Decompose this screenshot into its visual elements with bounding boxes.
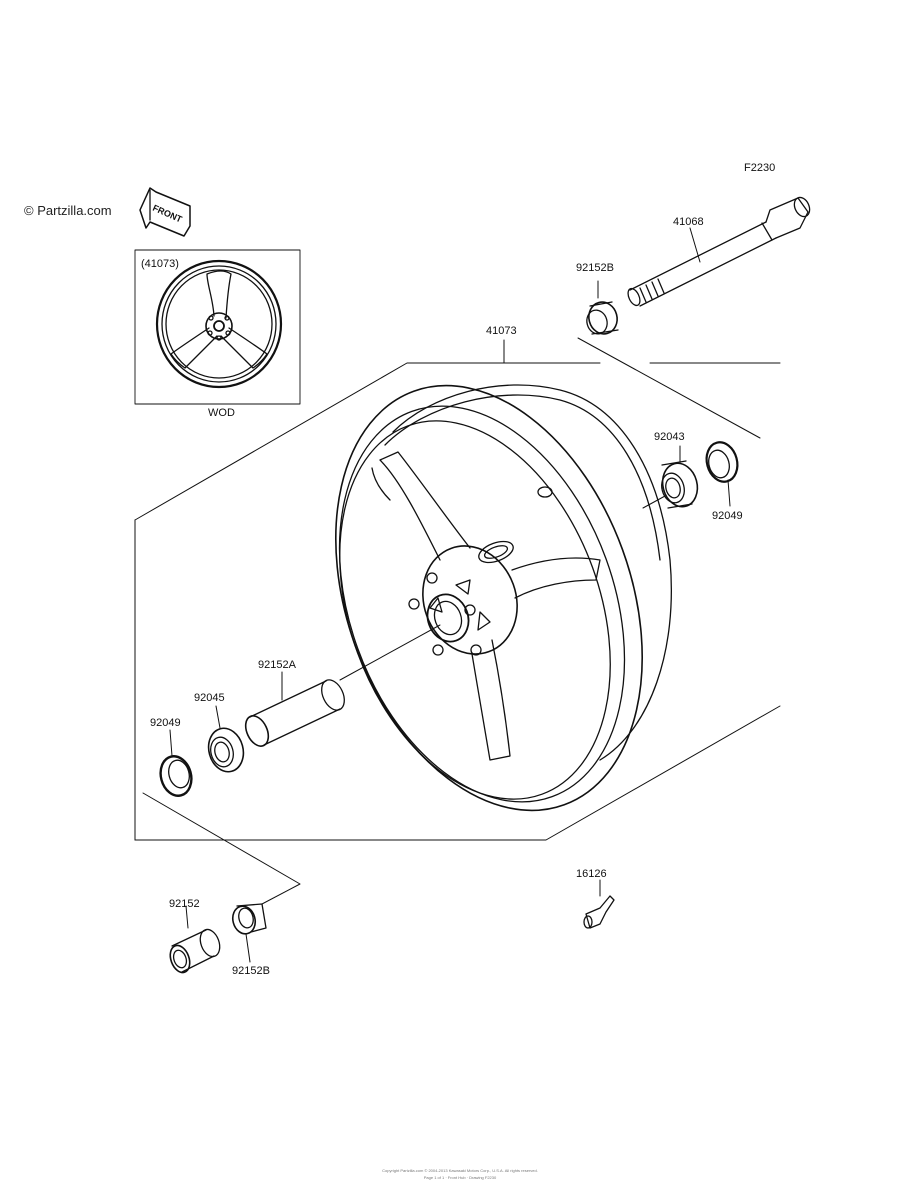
figure-id: F2230 — [744, 162, 776, 174]
leader-lines — [134, 227, 781, 963]
oil-seal-92049-left — [159, 755, 193, 797]
footer-line-2: Page 1 of 1 · Front Hub · Drawing F2230 — [423, 1175, 497, 1180]
label-92049-right: 92049 — [712, 510, 743, 522]
label-92045: 92045 — [194, 692, 225, 704]
axle-41068 — [627, 196, 811, 307]
label-92152: 92152 — [169, 898, 200, 910]
bearing-92045 — [207, 727, 245, 773]
label-92152b-bottom: 92152B — [232, 965, 270, 977]
bearing-92043 — [661, 460, 699, 509]
label-92049-left: 92049 — [150, 717, 181, 729]
collar-92152 — [169, 928, 221, 974]
label-92152a: 92152A — [258, 659, 296, 671]
front-arrow-icon — [139, 187, 191, 237]
label-41073: 41073 — [486, 325, 517, 337]
collar-92152b-top — [586, 301, 619, 335]
front-arrow-label: FRONT — [151, 203, 184, 225]
collar-92152a — [244, 679, 345, 747]
inset-box — [134, 249, 301, 405]
label-92043: 92043 — [654, 431, 685, 443]
brand-watermark: © Partzilla.com — [24, 203, 112, 218]
label-92152b-top: 92152B — [576, 262, 614, 274]
wheel-41073 — [335, 384, 672, 812]
footer-line-1: Copyright Partzilla.com © 2004-2013 Kawa… — [382, 1168, 538, 1173]
collar-92152b-bottom — [231, 903, 267, 935]
inset-label-bottom: WOD — [208, 407, 235, 419]
label-41068: 41068 — [673, 216, 704, 228]
oil-seal-92049-right — [705, 441, 739, 483]
inset-label-top: (41073) — [141, 258, 179, 270]
label-16126: 16126 — [576, 868, 607, 880]
valve-16126 — [583, 895, 615, 929]
